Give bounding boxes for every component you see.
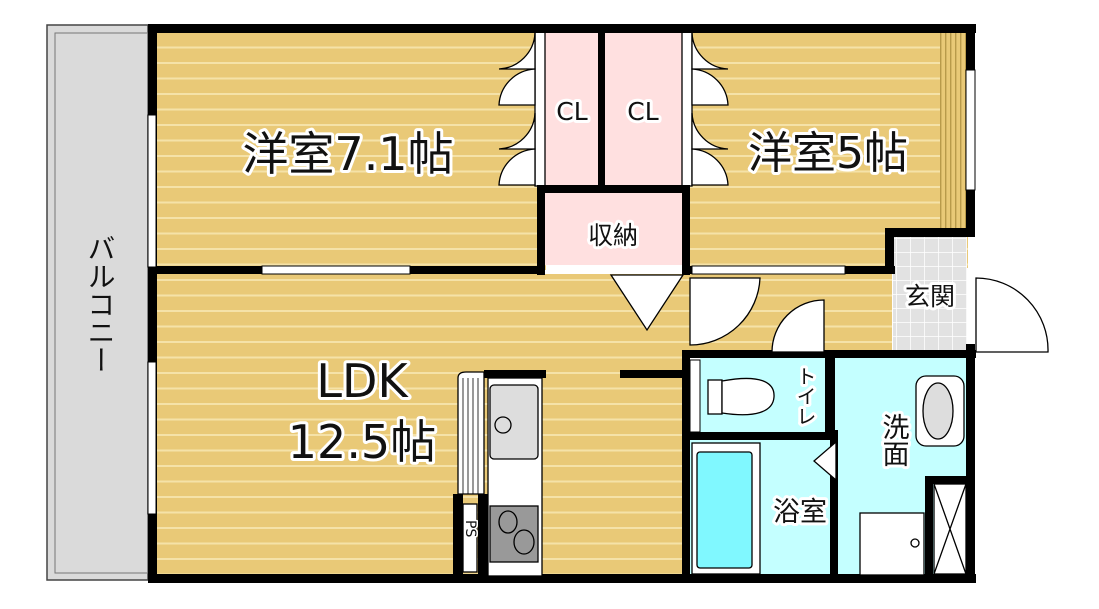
windows — [147, 69, 976, 515]
fixtures — [691, 375, 965, 576]
entrance-label: 玄関 — [905, 282, 955, 311]
ldk-floor — [156, 274, 686, 576]
doors[interactable] — [609, 274, 1049, 575]
closet-1-label: CL — [556, 97, 587, 126]
western-room-2-label: 洋室5帖 — [748, 128, 908, 179]
ldk-name-label: LDK — [316, 354, 409, 408]
entrance-floor — [893, 236, 967, 354]
kitchen-counter — [457, 371, 543, 577]
balcony-label: バルコニー — [84, 234, 117, 374]
pipe-space-label: PS — [462, 520, 478, 537]
storage-label: 収納 — [588, 221, 638, 250]
tatami-strip — [940, 32, 966, 228]
closet-1-floor — [545, 32, 599, 186]
western-room-1-label: 洋室7.1帖 — [242, 127, 453, 181]
toilet-bowl — [721, 377, 775, 416]
ldk-size-label: 12.5帖 — [288, 415, 436, 469]
toilet-label: トイレ — [793, 366, 817, 426]
closet-2-floor — [604, 32, 682, 186]
walls — [148, 24, 976, 583]
closet-doors[interactable] — [498, 31, 729, 187]
stove — [489, 505, 539, 563]
storage-floor — [545, 193, 682, 265]
washroom-label: 洗面 — [878, 413, 909, 467]
western-room-1-floor — [156, 32, 546, 270]
sink — [489, 384, 539, 460]
toilet-tank — [707, 379, 723, 415]
bathroom-label: 浴室 — [773, 497, 827, 528]
balcony — [46, 24, 149, 581]
closet-2-label: CL — [627, 97, 658, 126]
